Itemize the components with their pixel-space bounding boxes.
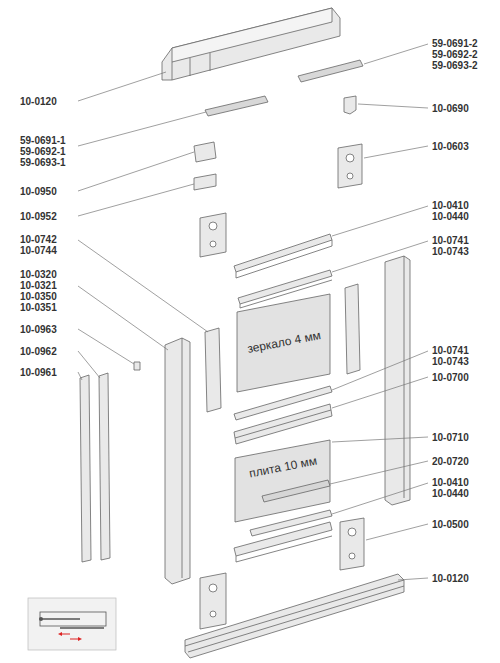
callout-number: 20-0720 xyxy=(432,456,469,467)
callout-number: 10-0741 xyxy=(432,235,469,246)
callout-number: 10-0350 xyxy=(20,291,57,302)
callout-number: 10-0500 xyxy=(432,519,469,530)
callout-number: 10-0120 xyxy=(20,96,57,107)
callout-number: 10-0742 xyxy=(20,234,57,245)
callout-number: 10-0440 xyxy=(432,488,469,499)
callout-number: 59-0692-1 xyxy=(20,146,66,157)
callout-number: 10-0440 xyxy=(432,211,469,222)
callout-number: 10-0963 xyxy=(20,324,57,335)
callout-number: 10-0950 xyxy=(20,186,57,197)
callout-number: 10-0744 xyxy=(20,245,57,256)
callout-number: 10-0743 xyxy=(432,246,469,257)
inset xyxy=(28,598,116,650)
panel-text: плита 10 мм xyxy=(248,454,318,481)
callout-number: 59-0693-2 xyxy=(432,60,478,71)
callout-number: 10-0351 xyxy=(20,302,57,313)
callout-number: 10-0962 xyxy=(20,346,57,357)
callout-number: 10-0690 xyxy=(432,103,469,114)
callout-number: 10-0741 xyxy=(432,345,469,356)
callout-number: 10-0321 xyxy=(20,280,57,291)
callout-number: 10-0700 xyxy=(432,372,469,383)
callout-number: 59-0691-2 xyxy=(432,38,478,49)
callout-number: 10-0603 xyxy=(432,141,469,152)
callout-number: 10-0410 xyxy=(432,477,469,488)
callout-number: 10-0710 xyxy=(432,432,469,443)
panel-text: зеркало 4 мм xyxy=(246,328,322,356)
callout-number: 10-0320 xyxy=(20,269,57,280)
callout-number: 10-0743 xyxy=(432,356,469,367)
callout-number: 59-0691-1 xyxy=(20,135,66,146)
callout-number: 10-0410 xyxy=(432,200,469,211)
callout-number: 10-0952 xyxy=(20,211,57,222)
callout-number: 10-0120 xyxy=(432,573,469,584)
callout-number: 59-0693-1 xyxy=(20,157,66,168)
callout-number: 10-0961 xyxy=(20,367,57,378)
callout-number: 59-0692-2 xyxy=(432,49,478,60)
